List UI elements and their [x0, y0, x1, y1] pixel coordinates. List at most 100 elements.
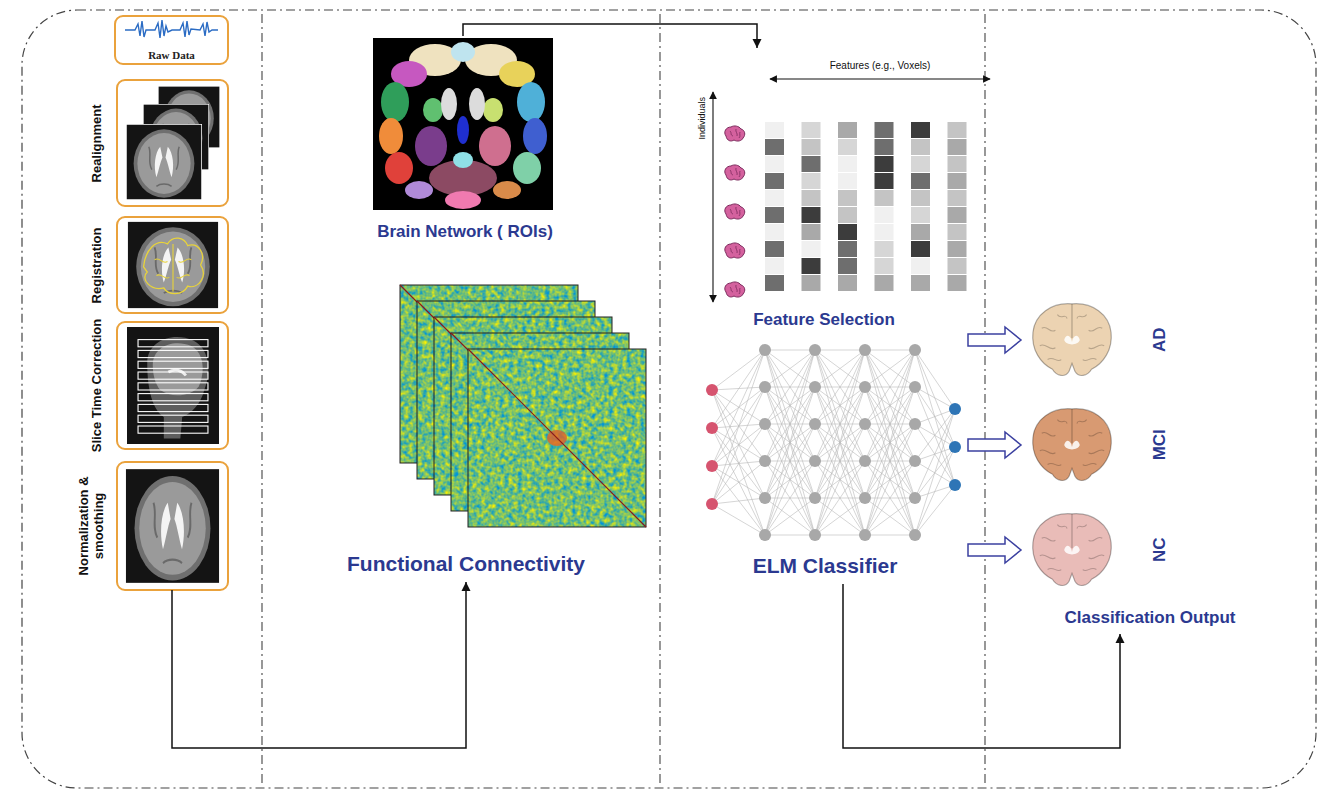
network-link — [712, 461, 765, 504]
feature-cell — [765, 190, 784, 206]
node-label: Feature Selection — [724, 310, 924, 330]
network-neuron — [809, 492, 821, 504]
network-link — [815, 350, 865, 424]
feature-cell — [802, 258, 821, 274]
class-output: MCI — [1025, 403, 1180, 487]
feature-cell — [948, 190, 967, 206]
feature-matrix — [713, 79, 990, 302]
class-output: NC — [1025, 508, 1180, 592]
network-neuron — [706, 422, 718, 434]
network-link — [712, 390, 765, 424]
feature-cell — [911, 156, 930, 172]
preprocessing-step: Registration — [70, 217, 230, 313]
connector — [172, 582, 471, 748]
network-link — [865, 350, 915, 498]
connectivity-panel: Functional Connectivity — [300, 280, 632, 582]
feature-cell — [911, 275, 930, 291]
network-link — [765, 350, 815, 387]
node-label: Slice Time Correction — [90, 315, 105, 455]
hollow-arrow — [968, 327, 1021, 353]
network-link — [815, 535, 865, 536]
column-dividers — [262, 14, 985, 786]
feature-cell — [911, 224, 930, 240]
network-link — [765, 350, 815, 424]
network-link — [865, 424, 915, 535]
feature-cell — [765, 122, 784, 138]
node-label: Raw Data — [115, 49, 228, 62]
feature-cell — [948, 156, 967, 172]
network-link — [815, 387, 865, 535]
network-link — [815, 498, 865, 535]
network-link — [865, 350, 915, 387]
feature-cell — [765, 275, 784, 291]
feature-cell — [948, 139, 967, 155]
network-link — [865, 387, 915, 535]
feature-cell — [765, 241, 784, 257]
connector — [968, 327, 1021, 353]
network-link — [712, 498, 765, 504]
network-link — [765, 350, 815, 461]
network-link — [865, 461, 915, 535]
feature-cell — [875, 122, 894, 138]
feature-cell — [765, 207, 784, 223]
network-neuron — [706, 384, 718, 396]
feature-cell — [802, 275, 821, 291]
network-link — [865, 350, 915, 535]
network-neuron — [859, 492, 871, 504]
network-link — [765, 424, 815, 535]
network-link — [765, 350, 815, 535]
network-link — [865, 461, 915, 535]
output-panel: Classification Output — [1030, 606, 1270, 634]
node-label: ELM Classifier — [725, 554, 925, 578]
network-neuron — [859, 455, 871, 467]
network-link — [815, 350, 865, 461]
network-link — [815, 424, 865, 535]
feature-cell — [802, 190, 821, 206]
connectivity-matrices — [400, 285, 646, 527]
network-neuron — [949, 441, 961, 453]
network-neuron — [859, 529, 871, 541]
brain-network-panel: Brain Network ( ROIs) — [365, 36, 565, 248]
network-link — [915, 387, 955, 409]
network-link — [915, 350, 955, 485]
network-neuron — [859, 344, 871, 356]
connector-line — [463, 24, 757, 48]
feature-cell — [765, 156, 784, 172]
feature-cell — [948, 224, 967, 240]
network-link — [915, 485, 955, 535]
network-neuron — [949, 403, 961, 415]
network-link — [915, 447, 955, 535]
elm-network — [706, 344, 961, 541]
network-link — [815, 350, 865, 351]
feature-cell — [875, 190, 894, 206]
feature-cell — [802, 122, 821, 138]
network-neuron — [909, 418, 921, 430]
network-link — [712, 466, 765, 535]
feature-cell — [948, 207, 967, 223]
feature-cell — [911, 258, 930, 274]
network-neuron — [909, 344, 921, 356]
network-link — [865, 350, 915, 461]
network-link — [865, 350, 915, 461]
feature-cell — [765, 139, 784, 155]
network-link — [765, 387, 815, 535]
connector-line — [172, 582, 466, 748]
preprocessing-step: Normalization & smoothing — [70, 462, 230, 590]
feature-cell — [948, 275, 967, 291]
network-neuron — [859, 381, 871, 393]
feature-cell — [765, 224, 784, 240]
arrowhead — [462, 582, 471, 591]
feature-cell — [875, 173, 894, 189]
network-link — [712, 350, 765, 466]
network-link — [765, 498, 815, 535]
network-link — [765, 461, 815, 535]
network-link — [865, 350, 915, 498]
network-link — [815, 350, 865, 498]
network-link — [765, 350, 815, 498]
network-neuron — [949, 479, 961, 491]
network-neuron — [909, 381, 921, 393]
network-link — [815, 350, 865, 535]
network-link — [865, 350, 915, 351]
